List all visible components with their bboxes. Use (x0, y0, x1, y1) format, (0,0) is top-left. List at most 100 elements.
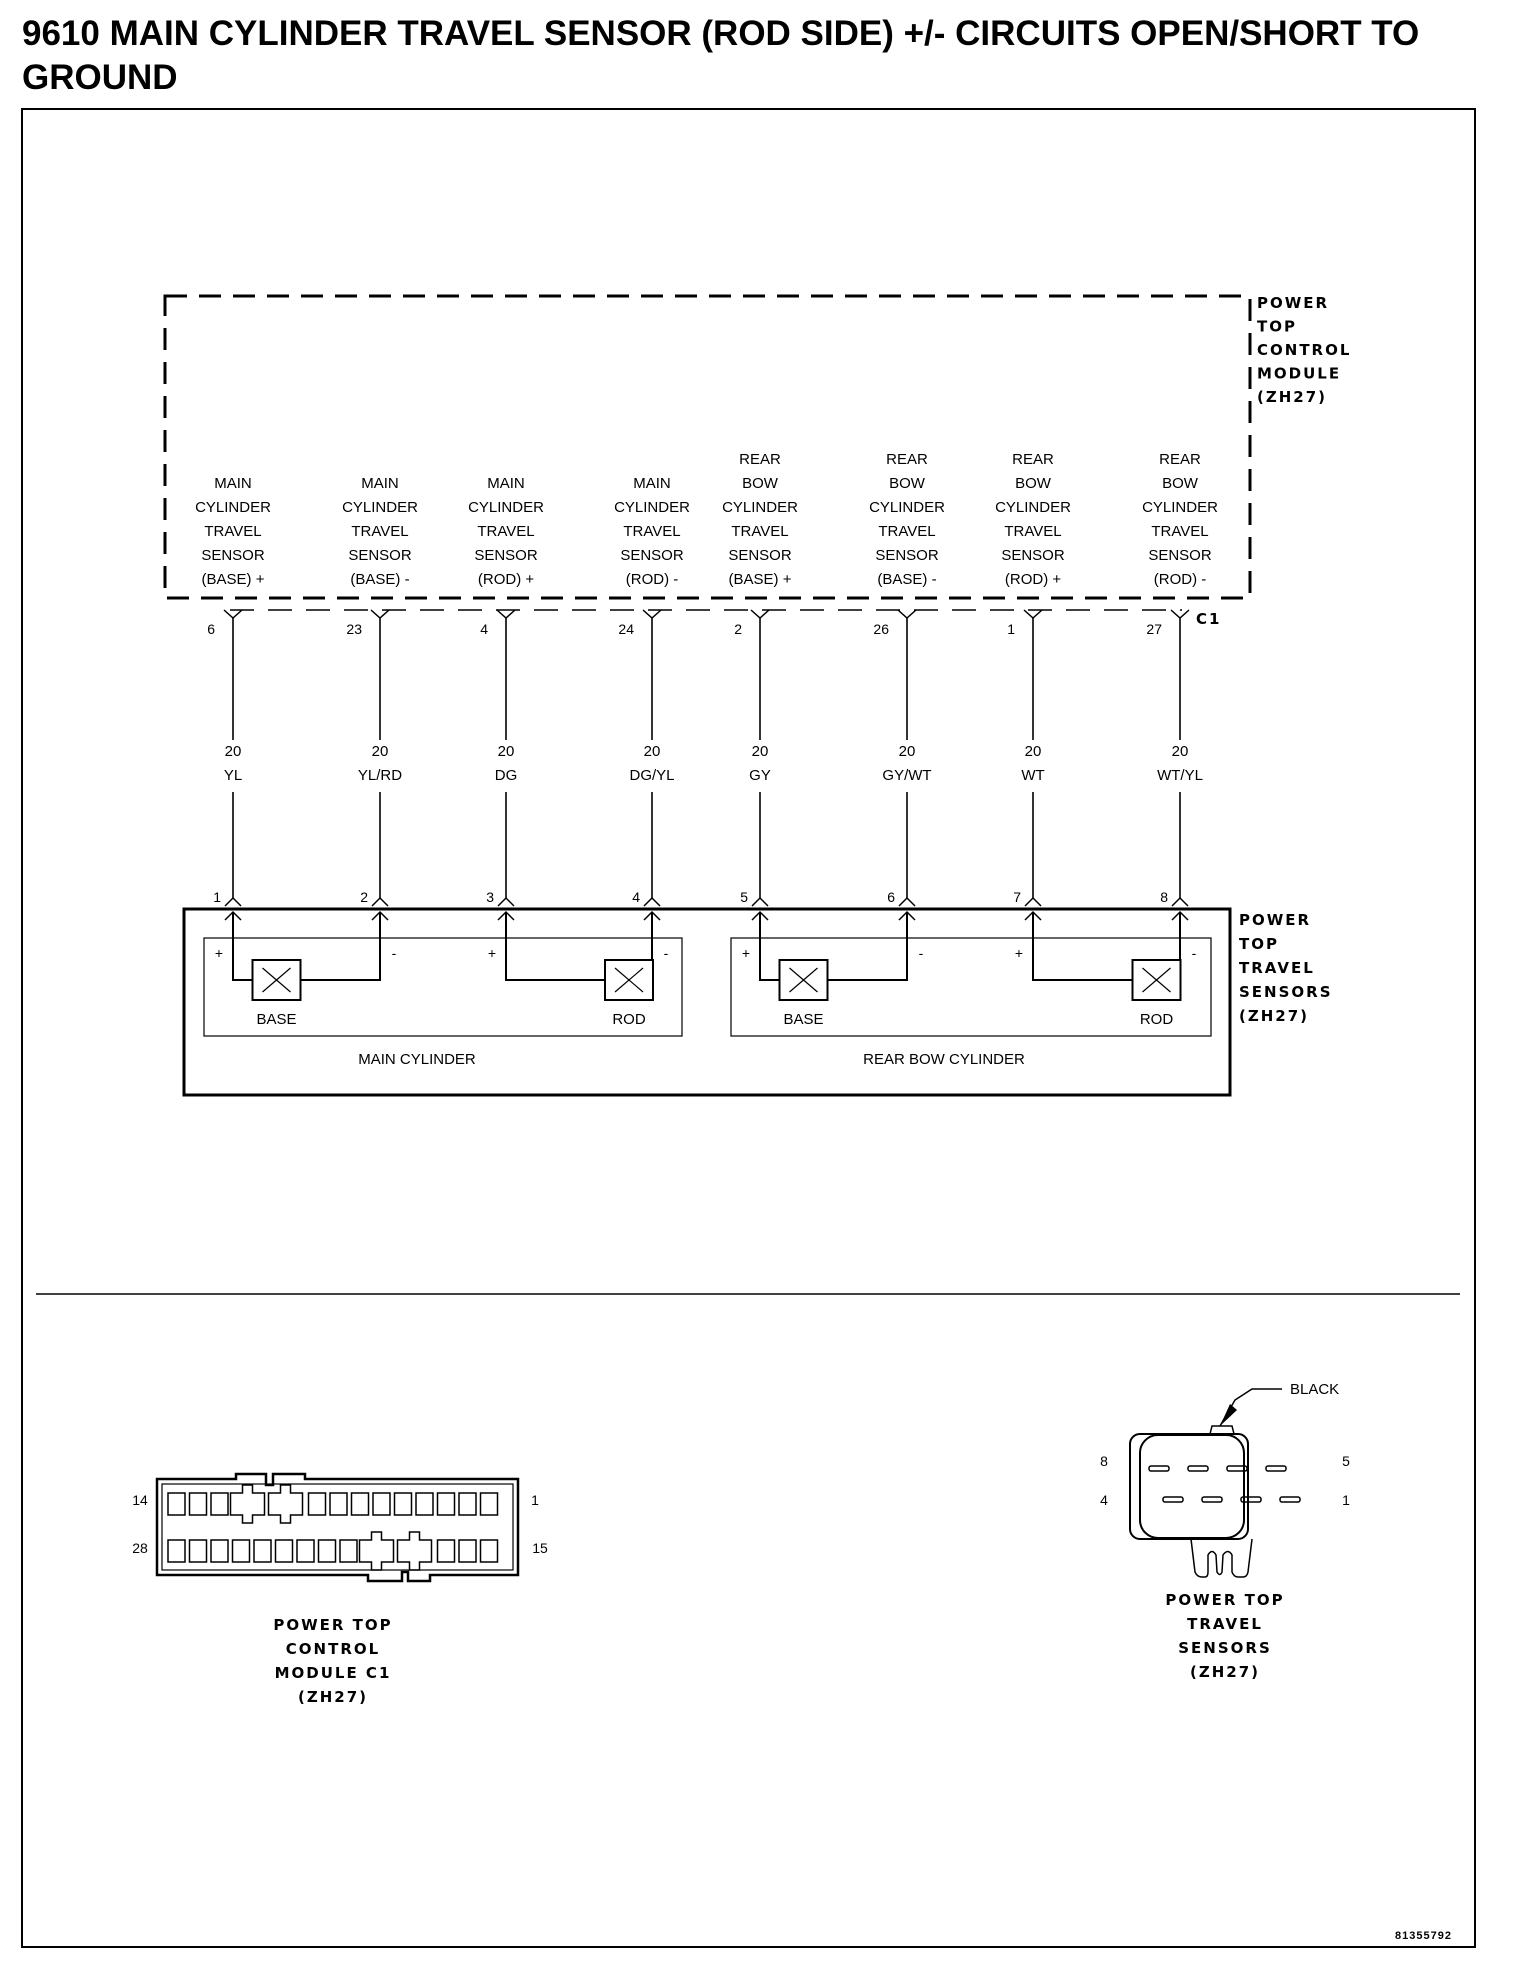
circuit-function-label: CYLINDER (342, 499, 418, 516)
polarity-minus: - (1192, 945, 1197, 961)
sensor-group-rear-label: REAR BOW CYLINDER (863, 1051, 1025, 1068)
wire-color: GY (749, 767, 771, 784)
circuit-function-label: TRAVEL (623, 523, 680, 540)
sensor-pin-number: 3 (486, 889, 494, 905)
circuit-function-label: SENSOR (620, 547, 684, 564)
module-terminal-icon (1170, 609, 1190, 620)
circuit-function-label: (ROD) - (1154, 571, 1207, 588)
cavity (329, 1492, 348, 1516)
module-pin-number: 2 (734, 621, 742, 637)
module-terminal-icon (750, 609, 770, 620)
cavity (274, 1539, 294, 1563)
sensor-pin-number: 8 (1160, 889, 1168, 905)
sensor-terminal-icon (371, 896, 389, 907)
circuit-function-label: TRAVEL (1004, 523, 1061, 540)
module-pin-number: 23 (346, 621, 362, 637)
wire-gauge: 20 (498, 743, 515, 760)
polarity-plus: + (742, 945, 750, 961)
cavity (458, 1539, 477, 1563)
label-line: (ZH27) (1257, 388, 1327, 406)
cavity (458, 1492, 477, 1516)
sensor-pin-number: 1 (213, 889, 221, 905)
sensor-terminal-icon (751, 896, 769, 907)
label-line: TOP (1239, 935, 1279, 953)
page-title: 9610 MAIN CYLINDER TRAVEL SENSOR (ROD SI… (22, 14, 1420, 97)
sensor-element-name: ROD (612, 1011, 646, 1028)
module-terminal-icon (642, 609, 662, 620)
circuit-function-label: CYLINDER (614, 499, 690, 516)
label-line: TOP (1257, 318, 1297, 336)
cavity (317, 1539, 337, 1563)
cavity (167, 1492, 186, 1516)
cavity (1226, 1465, 1248, 1472)
circuit-function-label: (ROD) + (478, 571, 534, 588)
circuit-function-label: REAR (1012, 451, 1054, 468)
polarity-minus: - (664, 945, 669, 961)
wire-gauge: 20 (1172, 743, 1189, 760)
circuit-function-label: SENSOR (1001, 547, 1065, 564)
sensor-pin-label-8: 8 (1100, 1453, 1108, 1469)
cavity (253, 1539, 272, 1563)
circuit-function-label: TRAVEL (1151, 523, 1208, 540)
cavity (372, 1492, 391, 1516)
circuit-function-label: REAR (739, 451, 781, 468)
wire-color: YL (224, 767, 242, 784)
module-pin-number: 4 (480, 621, 488, 637)
wire-color: GY/WT (882, 767, 931, 784)
circuit-function-label: MAIN (214, 475, 252, 492)
keyed-cavity (396, 1531, 433, 1571)
cavity (1162, 1496, 1184, 1503)
circuit-function-label: SENSOR (201, 547, 265, 564)
cavity (393, 1492, 413, 1516)
label-line: POWER TOP (1165, 1591, 1284, 1609)
cavity (1148, 1465, 1170, 1472)
circuit-function-label: BOW (1162, 475, 1199, 492)
label-line: SENSORS (1178, 1639, 1272, 1657)
circuit-function-label: CYLINDER (1142, 499, 1218, 516)
diagram-frame (21, 108, 1476, 1948)
polarity-plus: + (1015, 945, 1023, 961)
sensor-connector-view: BLACK 8 5 4 1 POWER TOPTRAVELSENSORS(ZH2… (1100, 1381, 1350, 1681)
circuit-function-label: TRAVEL (204, 523, 261, 540)
keyed-cavity (358, 1531, 395, 1571)
cavity (210, 1539, 229, 1563)
polarity-plus: + (215, 945, 223, 961)
circuit-function-label: REAR (1159, 451, 1201, 468)
c1-pin-label-15: 15 (532, 1540, 548, 1556)
wire-gauge: 20 (225, 743, 242, 760)
circuit-function-label: TRAVEL (731, 523, 788, 540)
wire-color: DG (495, 767, 518, 784)
cavity (1279, 1496, 1301, 1503)
circuit-function-label: SENSOR (348, 547, 412, 564)
cavity (188, 1492, 208, 1516)
module-terminal-icon (897, 609, 917, 620)
sensor-pin-number: 5 (740, 889, 748, 905)
circuit-function-label: MAIN (361, 475, 399, 492)
module-pin-number: 24 (618, 621, 634, 637)
circuit-function-label: MAIN (487, 475, 525, 492)
module-pin-number: 1 (1007, 621, 1015, 637)
circuit-function-label: REAR (886, 451, 928, 468)
sensor-terminal-icon (1024, 896, 1042, 907)
connector-c1-label: C1 (1196, 610, 1221, 628)
cavity (188, 1539, 208, 1563)
label-line: POWER (1257, 294, 1329, 312)
wire-color: YL/RD (358, 767, 402, 784)
circuit-function-label: SENSOR (474, 547, 538, 564)
label-line: SENSORS (1239, 983, 1333, 1001)
c1-pin-label-28: 28 (132, 1540, 148, 1556)
cavity (1265, 1465, 1287, 1472)
label-line: POWER (1239, 911, 1311, 929)
sensor-pin-number: 4 (632, 889, 640, 905)
